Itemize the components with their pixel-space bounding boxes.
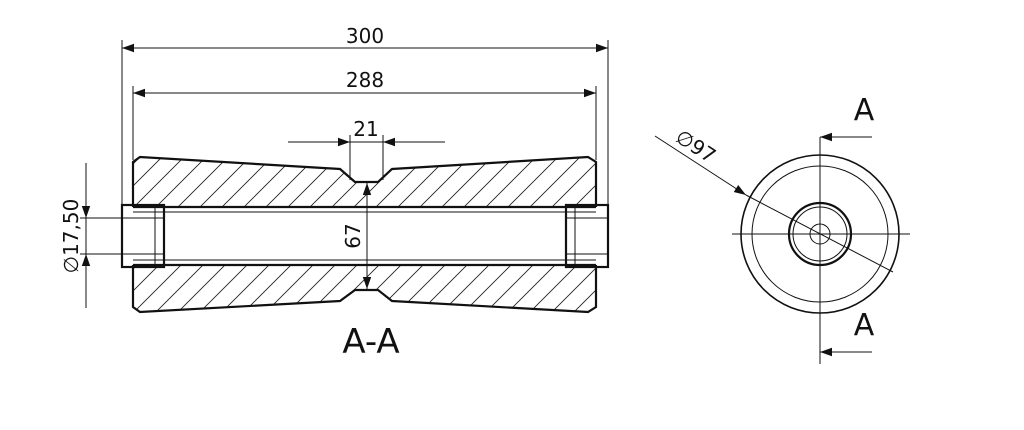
hatch-line bbox=[133, 157, 170, 207]
dim-leader-97 bbox=[654, 135, 747, 196]
diameter-line bbox=[745, 194, 894, 273]
hatch-line bbox=[257, 157, 324, 207]
hatch-line bbox=[654, 258, 716, 320]
hatch-line bbox=[521, 157, 588, 207]
hatch-line bbox=[499, 157, 566, 207]
end-view: A A bbox=[732, 93, 910, 364]
hatch-line bbox=[610, 258, 672, 320]
hatch-line bbox=[433, 157, 500, 207]
hatch-line bbox=[565, 265, 596, 312]
dim-300: 300 bbox=[346, 24, 384, 48]
section-view bbox=[120, 150, 760, 320]
hatch-line bbox=[632, 150, 697, 215]
dim-97: ∅97 bbox=[671, 124, 720, 167]
dim-67: 67 bbox=[341, 223, 365, 248]
hatch-line bbox=[389, 157, 456, 207]
hatch-line bbox=[235, 157, 302, 207]
hatch-line bbox=[676, 258, 738, 320]
section-marker-top: A bbox=[854, 93, 875, 128]
dim-288: 288 bbox=[346, 68, 384, 92]
hatch-line bbox=[213, 157, 280, 207]
dimensions: 300 288 21 67 ∅17,50 ∅97 bbox=[59, 24, 747, 308]
hatch-line bbox=[632, 258, 694, 320]
hatch-line bbox=[455, 157, 522, 207]
dim-21: 21 bbox=[353, 117, 378, 141]
hatch-line bbox=[543, 157, 596, 207]
hatch-line bbox=[279, 157, 346, 207]
hatch-top bbox=[133, 150, 697, 215]
section-marker-bottom: A bbox=[854, 308, 875, 343]
hatch-line bbox=[147, 265, 211, 312]
roller-top-outline bbox=[131, 155, 598, 207]
hatch-line bbox=[610, 150, 675, 215]
shaft-end-left bbox=[120, 203, 166, 269]
section-view-label: A-A bbox=[342, 322, 399, 362]
roller-bottom-outline bbox=[131, 265, 598, 314]
hatch-line bbox=[133, 265, 167, 312]
shaft-end-right bbox=[564, 203, 610, 269]
hatch-line bbox=[698, 258, 760, 320]
dim-17-50: ∅17,50 bbox=[59, 199, 83, 274]
hatch-line bbox=[411, 157, 478, 207]
